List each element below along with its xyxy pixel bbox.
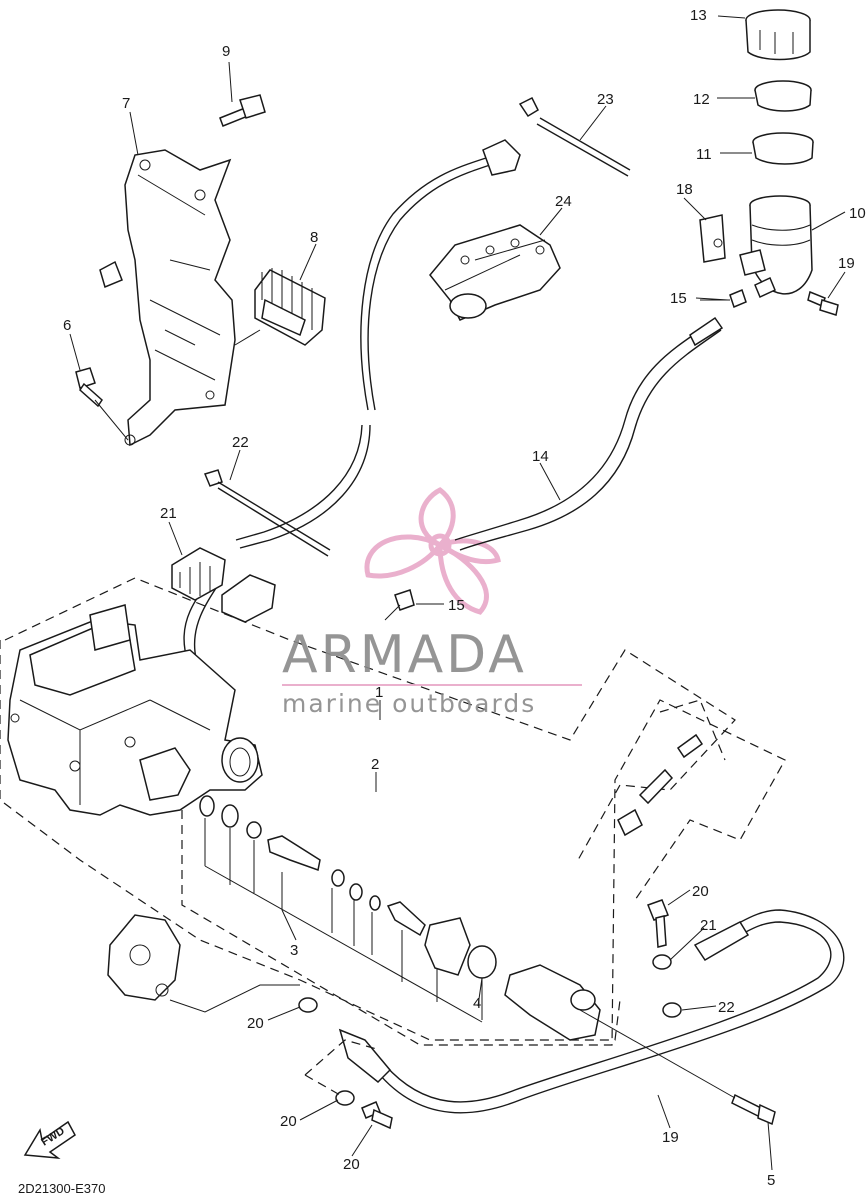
pump-part-1 (7, 604, 263, 816)
callout-24: 24 (555, 193, 572, 210)
watermark: ARMADA marine outboards (282, 487, 582, 718)
clamp-part-24 (429, 224, 561, 321)
callout-8: 8 (310, 229, 318, 246)
callout-20-b: 20 (280, 1113, 297, 1130)
callout-7: 7 (122, 95, 130, 112)
outline-assembly-1-lower (0, 640, 621, 1041)
lower-dash-lines (304, 1039, 381, 1096)
callout-15-upper: 15 (670, 290, 687, 307)
callout-3: 3 (290, 942, 298, 959)
ring-part-11 (752, 132, 814, 165)
watermark-subtitle: marine outboards (282, 689, 536, 718)
hose-part-14 (454, 316, 724, 551)
connector-part-21 (171, 547, 276, 623)
screw-part-17 (807, 290, 839, 316)
tie-wrap-part-22 (203, 469, 331, 557)
callout-10: 10 (849, 205, 866, 222)
fwd-arrow-icon: FWD (23, 1120, 76, 1159)
callout-4: 4 (473, 995, 481, 1012)
callout-21: 21 (160, 505, 177, 522)
callout-9: 9 (222, 43, 230, 60)
outline-assembly-1 (4, 577, 736, 861)
clip-part-16 (699, 214, 726, 263)
seal-part-12 (754, 80, 812, 112)
propeller-logo (364, 487, 501, 615)
callout-14: 14 (532, 448, 549, 465)
bolt-part-5 (579, 1009, 776, 1126)
callout-20-c: 21 (700, 917, 717, 934)
wire-harness (183, 139, 521, 707)
rectifier-part-8 (234, 268, 326, 346)
kit-part-3 (199, 795, 497, 1023)
callout-numbers: 9 7 8 6 13 12 11 10 18 19 15 23 24 14 22… (63, 7, 866, 1189)
assembly-outlines (0, 577, 786, 1046)
tank-part-10 (739, 195, 813, 299)
clamp-part-15-lower (384, 589, 415, 621)
callout-5: 5 (767, 1172, 775, 1189)
fitting-part-2 (504, 733, 704, 1041)
callout-12: 12 (693, 91, 710, 108)
washer-parts-20 (298, 954, 682, 1106)
diagram-code: 2D21300-E370 (18, 1181, 105, 1195)
cap-part-13 (745, 9, 811, 61)
watermark-title: ARMADA (282, 625, 527, 685)
hose-part-18 (338, 909, 845, 1114)
clamp-part-15-upper (700, 288, 747, 309)
callout-20-a: 20 (247, 1015, 264, 1032)
outline-assembly-2 (181, 699, 786, 1046)
callout-18: 19 (662, 1129, 679, 1146)
callout-1: 1 (375, 684, 383, 701)
screw-part-9 (219, 94, 266, 127)
bolt-parts-19 (361, 899, 669, 1130)
callout-19-left: 20 (343, 1156, 360, 1173)
callout-15-lower: 15 (448, 597, 465, 614)
callout-16: 18 (676, 181, 693, 198)
tie-wrap-part-23 (518, 96, 631, 177)
screw-part-6 (75, 367, 129, 441)
leader-lines (69, 15, 846, 1171)
callout-11: 11 (696, 146, 712, 163)
callout-22: 22 (232, 434, 249, 451)
callout-6: 6 (63, 317, 71, 334)
callout-19-right: 20 (692, 883, 709, 900)
callout-13: 13 (690, 7, 707, 24)
bracket-part-7 (99, 149, 236, 447)
callout-20-d: 22 (718, 999, 735, 1016)
valve-assembly (107, 914, 300, 1013)
callout-23: 23 (597, 91, 614, 108)
callout-17: 19 (838, 255, 855, 272)
callout-2: 2 (371, 756, 379, 773)
